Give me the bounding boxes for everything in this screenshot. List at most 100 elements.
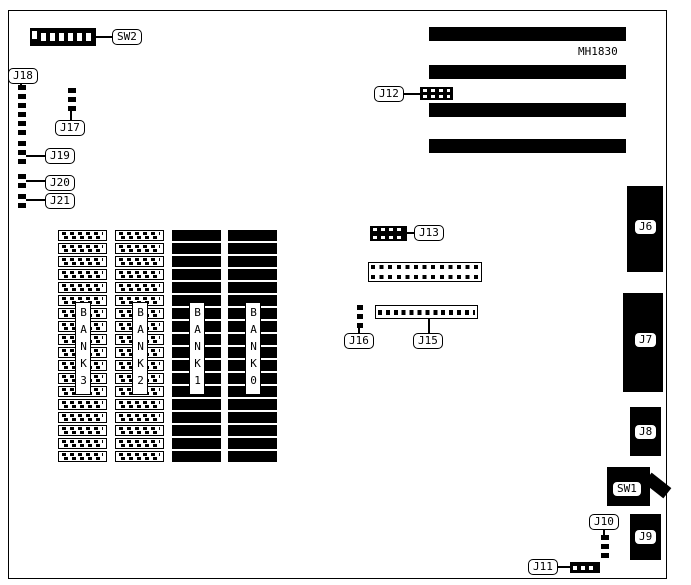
memory-chip	[172, 243, 221, 254]
j16-label: J16	[344, 333, 374, 349]
j15-leader-line	[428, 318, 430, 335]
j20-leader-line	[26, 180, 45, 182]
dip-switch-keys	[41, 33, 92, 41]
j20-pin-header	[18, 174, 26, 188]
memory-chip	[172, 412, 221, 423]
memory-chip	[115, 256, 164, 267]
j11-connector	[570, 562, 600, 573]
dual-row-header	[368, 262, 482, 282]
memory-chip	[115, 451, 164, 462]
memory-bank-3: BANK3	[58, 230, 107, 464]
memory-chip	[58, 243, 107, 254]
j12-connector	[420, 87, 453, 100]
memory-bank-0: BANK0	[228, 230, 277, 464]
j9-label: J9	[634, 529, 658, 545]
memory-chip	[172, 399, 221, 410]
board-model-text: MH1830	[578, 45, 618, 58]
memory-chip	[58, 399, 107, 410]
expansion-slot	[429, 27, 626, 41]
memory-chip	[228, 230, 277, 241]
dip-position1-mark	[32, 31, 37, 39]
memory-chip	[172, 230, 221, 241]
j13-label: J13	[414, 225, 444, 241]
j7-label: J7	[634, 332, 658, 348]
expansion-slot	[429, 103, 626, 117]
memory-chip	[228, 451, 277, 462]
memory-chip	[115, 425, 164, 436]
j16-pin-header	[357, 305, 363, 328]
memory-chip	[228, 399, 277, 410]
memory-chip	[58, 438, 107, 449]
memory-chip	[58, 230, 107, 241]
memory-chip	[115, 399, 164, 410]
j10-pin-header	[601, 535, 609, 558]
j12-leader-line	[404, 93, 421, 95]
memory-chip	[228, 438, 277, 449]
sw2-dip-switch	[30, 28, 96, 46]
j13-connector	[370, 226, 407, 241]
memory-chip	[115, 230, 164, 241]
memory-chip	[58, 269, 107, 280]
memory-chip	[172, 269, 221, 280]
j18-label: J18	[8, 68, 38, 84]
memory-bank-1: BANK1	[172, 230, 221, 464]
memory-chip	[58, 412, 107, 423]
j17-pin-header	[68, 88, 76, 111]
memory-chip	[58, 256, 107, 267]
j10-label: J10	[589, 514, 619, 530]
sw1-label: SW1	[612, 481, 642, 497]
expansion-slots	[429, 27, 626, 154]
memory-chip	[228, 412, 277, 423]
bank2-label: BANK2	[132, 302, 148, 395]
j12-label: J12	[374, 86, 404, 102]
memory-chip	[58, 282, 107, 293]
memory-chip	[115, 438, 164, 449]
memory-chip	[58, 451, 107, 462]
j16-leader-line	[358, 327, 360, 334]
j20-label: J20	[45, 175, 75, 191]
memory-chip	[228, 243, 277, 254]
memory-chip	[228, 425, 277, 436]
memory-chip	[172, 295, 221, 306]
j10-leader-line	[603, 529, 605, 536]
j21-leader-line	[26, 199, 45, 201]
memory-chip	[172, 282, 221, 293]
j19-label: J19	[45, 148, 75, 164]
memory-chip	[58, 425, 107, 436]
bank1-label: BANK1	[189, 302, 205, 395]
j15-connector	[375, 305, 478, 319]
board-outline	[8, 10, 667, 579]
j19-pin-header	[18, 141, 26, 164]
memory-chip	[115, 243, 164, 254]
j11-leader-line	[558, 566, 571, 568]
memory-chip	[172, 425, 221, 436]
bank0-label: BANK0	[245, 302, 261, 395]
j21-pin-header	[18, 194, 26, 208]
j18-leader-line	[20, 83, 22, 87]
sw2-leader-line	[96, 36, 112, 38]
sw2-label: SW2	[112, 29, 142, 45]
expansion-slot	[429, 65, 626, 79]
memory-chip	[115, 282, 164, 293]
memory-chip	[228, 256, 277, 267]
j15-label: J15	[413, 333, 443, 349]
j13-leader-line	[406, 232, 415, 234]
bank3-label: BANK3	[75, 302, 91, 395]
j18-pin-header	[18, 85, 26, 135]
j19-leader-line	[26, 155, 45, 157]
j8-label: J8	[634, 424, 658, 440]
memory-chip	[172, 451, 221, 462]
j17-leader-line	[70, 110, 72, 121]
memory-chip	[115, 269, 164, 280]
memory-chip	[172, 438, 221, 449]
memory-chip	[115, 412, 164, 423]
memory-chip	[172, 256, 221, 267]
j11-label: J11	[528, 559, 558, 575]
memory-bank-2: BANK2	[115, 230, 164, 464]
expansion-slot	[429, 139, 626, 153]
j17-label: J17	[55, 120, 85, 136]
memory-chip	[228, 295, 277, 306]
j21-label: J21	[45, 193, 75, 209]
memory-chip	[228, 282, 277, 293]
j6-label: J6	[634, 219, 658, 235]
